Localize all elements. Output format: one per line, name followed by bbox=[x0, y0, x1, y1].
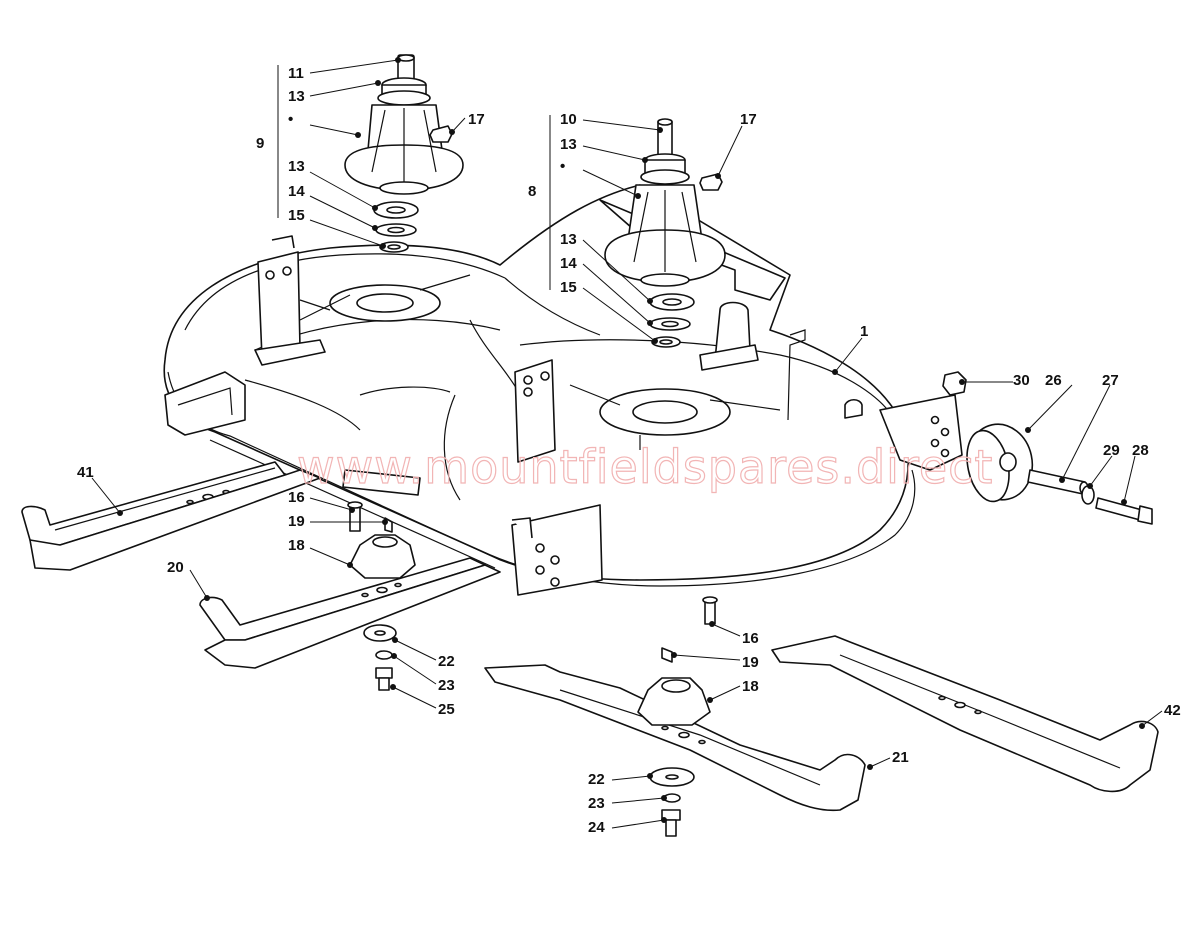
callout-16-right: 16 bbox=[742, 630, 759, 647]
callout-42: 42 bbox=[1164, 702, 1181, 719]
callout-22-left: 22 bbox=[438, 653, 455, 670]
callout-17-right: 17 bbox=[740, 111, 757, 128]
callout-14-right: 14 bbox=[560, 255, 577, 272]
blade-41 bbox=[21, 461, 321, 571]
blade-hub-left bbox=[347, 501, 416, 691]
leader-dots bbox=[117, 57, 1145, 823]
callout-26: 26 bbox=[1045, 372, 1062, 389]
callout-22-right: 22 bbox=[588, 771, 605, 788]
callout-10: 10 bbox=[560, 111, 577, 128]
callout-8: 8 bbox=[528, 183, 536, 200]
callout-21: 21 bbox=[892, 749, 909, 766]
callout-13-right-top: 13 bbox=[560, 136, 577, 153]
callout-29: 29 bbox=[1103, 442, 1120, 459]
callout-15-left: 15 bbox=[288, 207, 305, 224]
callout-24: 24 bbox=[588, 819, 605, 836]
callout-13-left-bottom: 13 bbox=[288, 158, 305, 175]
blade-20 bbox=[199, 557, 501, 669]
callout-14-left: 14 bbox=[288, 183, 305, 200]
callout-13-right-bottom: 13 bbox=[560, 231, 577, 248]
callout-16-left: 16 bbox=[288, 489, 305, 506]
bullet-9-group: • bbox=[288, 111, 293, 128]
callout-25: 25 bbox=[438, 701, 455, 718]
callout-27: 27 bbox=[1102, 372, 1119, 389]
callout-17-left: 17 bbox=[468, 111, 485, 128]
callout-41: 41 bbox=[77, 464, 94, 481]
callout-19-right: 19 bbox=[742, 654, 759, 671]
bullet-8-group: • bbox=[560, 158, 565, 175]
callout-18-right: 18 bbox=[742, 678, 759, 695]
blade-42 bbox=[771, 635, 1159, 793]
blade-21 bbox=[484, 664, 866, 812]
callout-19-left: 19 bbox=[288, 513, 305, 530]
callout-23-right: 23 bbox=[588, 795, 605, 812]
callout-15-right: 15 bbox=[560, 279, 577, 296]
watermark-text: www.mountfieldspares.direct bbox=[297, 440, 993, 494]
spindle-assembly-right bbox=[604, 118, 726, 348]
callout-30: 30 bbox=[1013, 372, 1030, 389]
callout-13-left-top: 13 bbox=[288, 88, 305, 105]
blade-hub-right bbox=[637, 596, 718, 837]
callout-28: 28 bbox=[1132, 442, 1149, 459]
callout-labels: 1 8 9 10 11 13 13 13 13 14 14 15 15 16 1… bbox=[77, 65, 1181, 836]
callout-1: 1 bbox=[860, 323, 868, 340]
callout-18-left: 18 bbox=[288, 537, 305, 554]
anti-scalp-wheel-assembly bbox=[942, 371, 1153, 525]
callout-9: 9 bbox=[256, 135, 264, 152]
callout-23-left: 23 bbox=[438, 677, 455, 694]
callout-20: 20 bbox=[167, 559, 184, 576]
leader-lines bbox=[91, 59, 1163, 829]
callout-11: 11 bbox=[288, 65, 304, 82]
